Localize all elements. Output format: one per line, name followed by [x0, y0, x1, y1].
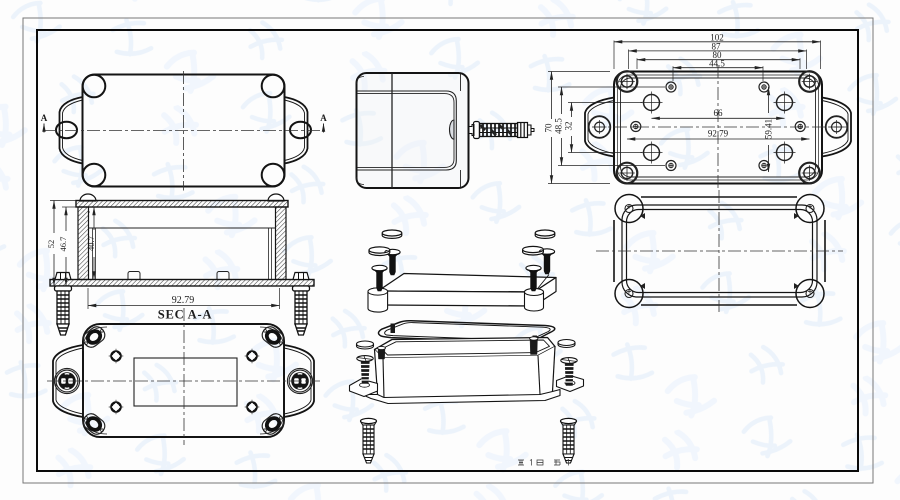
svg-text:102: 102 — [710, 32, 724, 42]
svg-text:59.41: 59.41 — [764, 119, 774, 139]
svg-text:46.7: 46.7 — [58, 237, 68, 252]
svg-text:40.7: 40.7 — [86, 236, 96, 251]
svg-text:48.5: 48.5 — [554, 118, 564, 134]
svg-text:66: 66 — [714, 108, 724, 118]
svg-text:80: 80 — [713, 50, 723, 60]
svg-text:SEC A-A: SEC A-A — [158, 308, 213, 322]
svg-text:52: 52 — [46, 240, 56, 249]
svg-text:87: 87 — [712, 41, 722, 51]
svg-text:44.5: 44.5 — [709, 58, 725, 68]
svg-text:92.79: 92.79 — [172, 295, 195, 306]
svg-text:70: 70 — [544, 123, 554, 133]
svg-text:32: 32 — [564, 122, 574, 131]
svg-text:A: A — [41, 113, 48, 123]
svg-text:A: A — [320, 113, 327, 123]
svg-text:92.79: 92.79 — [708, 129, 729, 139]
